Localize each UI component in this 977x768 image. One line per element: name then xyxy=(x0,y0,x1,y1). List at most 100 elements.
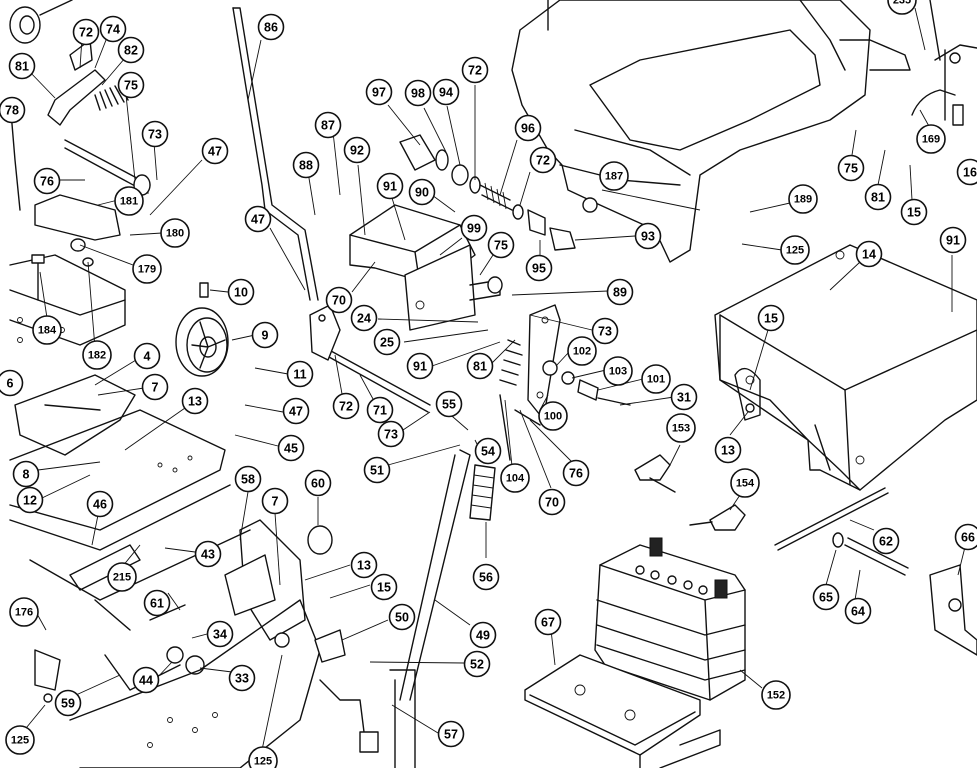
callout-label: 55 xyxy=(442,398,456,412)
callout-circle xyxy=(670,383,698,411)
callout-circle xyxy=(460,214,488,242)
callout-circle xyxy=(437,720,465,748)
callout-label: 94 xyxy=(439,86,453,100)
top-left-linkage xyxy=(9,0,151,196)
callout-label: 7 xyxy=(272,495,279,509)
callout-circle xyxy=(117,71,145,99)
callout-87: 87 xyxy=(314,111,342,139)
pivot-bracket xyxy=(349,204,476,331)
callout-label: 154 xyxy=(736,478,755,490)
callout-circle xyxy=(377,420,405,448)
callout-88: 88 xyxy=(292,151,320,179)
callout-circle xyxy=(365,78,393,106)
pedal-assembly xyxy=(34,519,333,768)
callout-81b: 81 xyxy=(466,352,494,380)
callout-13b: 13 xyxy=(350,551,378,579)
callout-circle xyxy=(350,304,378,332)
callout-circle xyxy=(538,488,566,516)
callout-label: 62 xyxy=(879,535,893,549)
callout-99: 99 xyxy=(460,214,488,242)
callout-circle xyxy=(332,392,360,420)
callout-91b: 91 xyxy=(406,352,434,380)
callout-label: 215 xyxy=(113,572,131,584)
callout-label: 169 xyxy=(922,134,940,146)
callout-circle xyxy=(757,304,785,332)
callout-label: 74 xyxy=(106,23,120,37)
callout-label: 91 xyxy=(946,234,960,248)
callout-76a: 76 xyxy=(33,167,61,195)
callout-circle xyxy=(0,96,26,124)
callout-label: 66 xyxy=(961,531,975,545)
callout-circle xyxy=(435,390,463,418)
callout-103: 103 xyxy=(603,356,633,386)
callout-label: 235 xyxy=(893,0,911,7)
battery-box xyxy=(714,244,977,491)
callout-label: 184 xyxy=(38,325,57,337)
callout-98: 98 xyxy=(404,79,432,107)
callout-97: 97 xyxy=(365,78,393,106)
callout-circle xyxy=(855,240,883,268)
callout-180: 180 xyxy=(160,218,190,248)
callout-circle xyxy=(567,336,597,366)
callout-circle xyxy=(114,186,144,216)
callout-4: 4 xyxy=(133,342,161,370)
callout-56: 56 xyxy=(472,563,500,591)
callout-circle xyxy=(363,456,391,484)
callout-label: 176 xyxy=(15,607,33,619)
callout-circle xyxy=(474,437,502,465)
hold-down-rods xyxy=(774,487,977,656)
callout-label: 78 xyxy=(5,104,19,118)
callout-65: 65 xyxy=(812,583,840,611)
callout-circle xyxy=(562,459,590,487)
callout-circle xyxy=(812,583,840,611)
callout-15b: 15 xyxy=(900,198,928,226)
callout-91c: 91 xyxy=(939,226,967,254)
battery-tray xyxy=(524,654,721,768)
callout-70b: 70 xyxy=(538,488,566,516)
callout-label: 90 xyxy=(415,186,429,200)
callout-125b: 125 xyxy=(248,746,278,768)
callout-circle xyxy=(234,465,262,493)
callout-circle xyxy=(525,254,553,282)
callout-7b: 7 xyxy=(261,487,289,515)
callout-54: 54 xyxy=(474,437,502,465)
callout-label: 6 xyxy=(7,377,14,391)
callout-label: 91 xyxy=(383,180,397,194)
callout-label: 72 xyxy=(536,154,550,168)
callout-circle xyxy=(32,315,62,345)
callout-label: 4 xyxy=(144,350,151,364)
callout-31: 31 xyxy=(670,383,698,411)
callout-label: 15 xyxy=(907,206,921,220)
callout-47c: 47 xyxy=(282,397,310,425)
callout-81a: 81 xyxy=(8,52,36,80)
callout-circle xyxy=(325,286,353,314)
callout-60: 60 xyxy=(304,469,332,497)
callout-circle xyxy=(343,136,371,164)
callout-circle xyxy=(194,540,222,568)
callout-label: 82 xyxy=(124,44,138,58)
callout-100: 100 xyxy=(538,401,568,431)
callout-label: 51 xyxy=(370,464,384,478)
callout-label: 89 xyxy=(613,286,627,300)
callout-179: 179 xyxy=(132,254,162,284)
callout-13c: 13 xyxy=(714,436,742,464)
callout-215: 215 xyxy=(107,562,137,592)
callout-circle xyxy=(12,460,40,488)
callout-circle xyxy=(872,527,900,555)
callout-label: 152 xyxy=(767,690,785,702)
callout-label: 72 xyxy=(468,64,482,78)
callout-label: 15 xyxy=(764,312,778,326)
callout-label: 125 xyxy=(786,245,804,257)
callout-24: 24 xyxy=(350,304,378,332)
callout-label: 86 xyxy=(264,21,278,35)
callout-circle xyxy=(844,597,872,625)
parts-layer xyxy=(9,0,977,768)
callout-circle xyxy=(954,523,977,551)
callout-152: 152 xyxy=(761,680,791,710)
callout-circle xyxy=(404,79,432,107)
callout-67: 67 xyxy=(534,608,562,636)
callout-90: 90 xyxy=(408,178,436,206)
callout-label: 189 xyxy=(794,194,812,206)
callout-circle xyxy=(534,608,562,636)
callout-circle xyxy=(286,360,314,388)
